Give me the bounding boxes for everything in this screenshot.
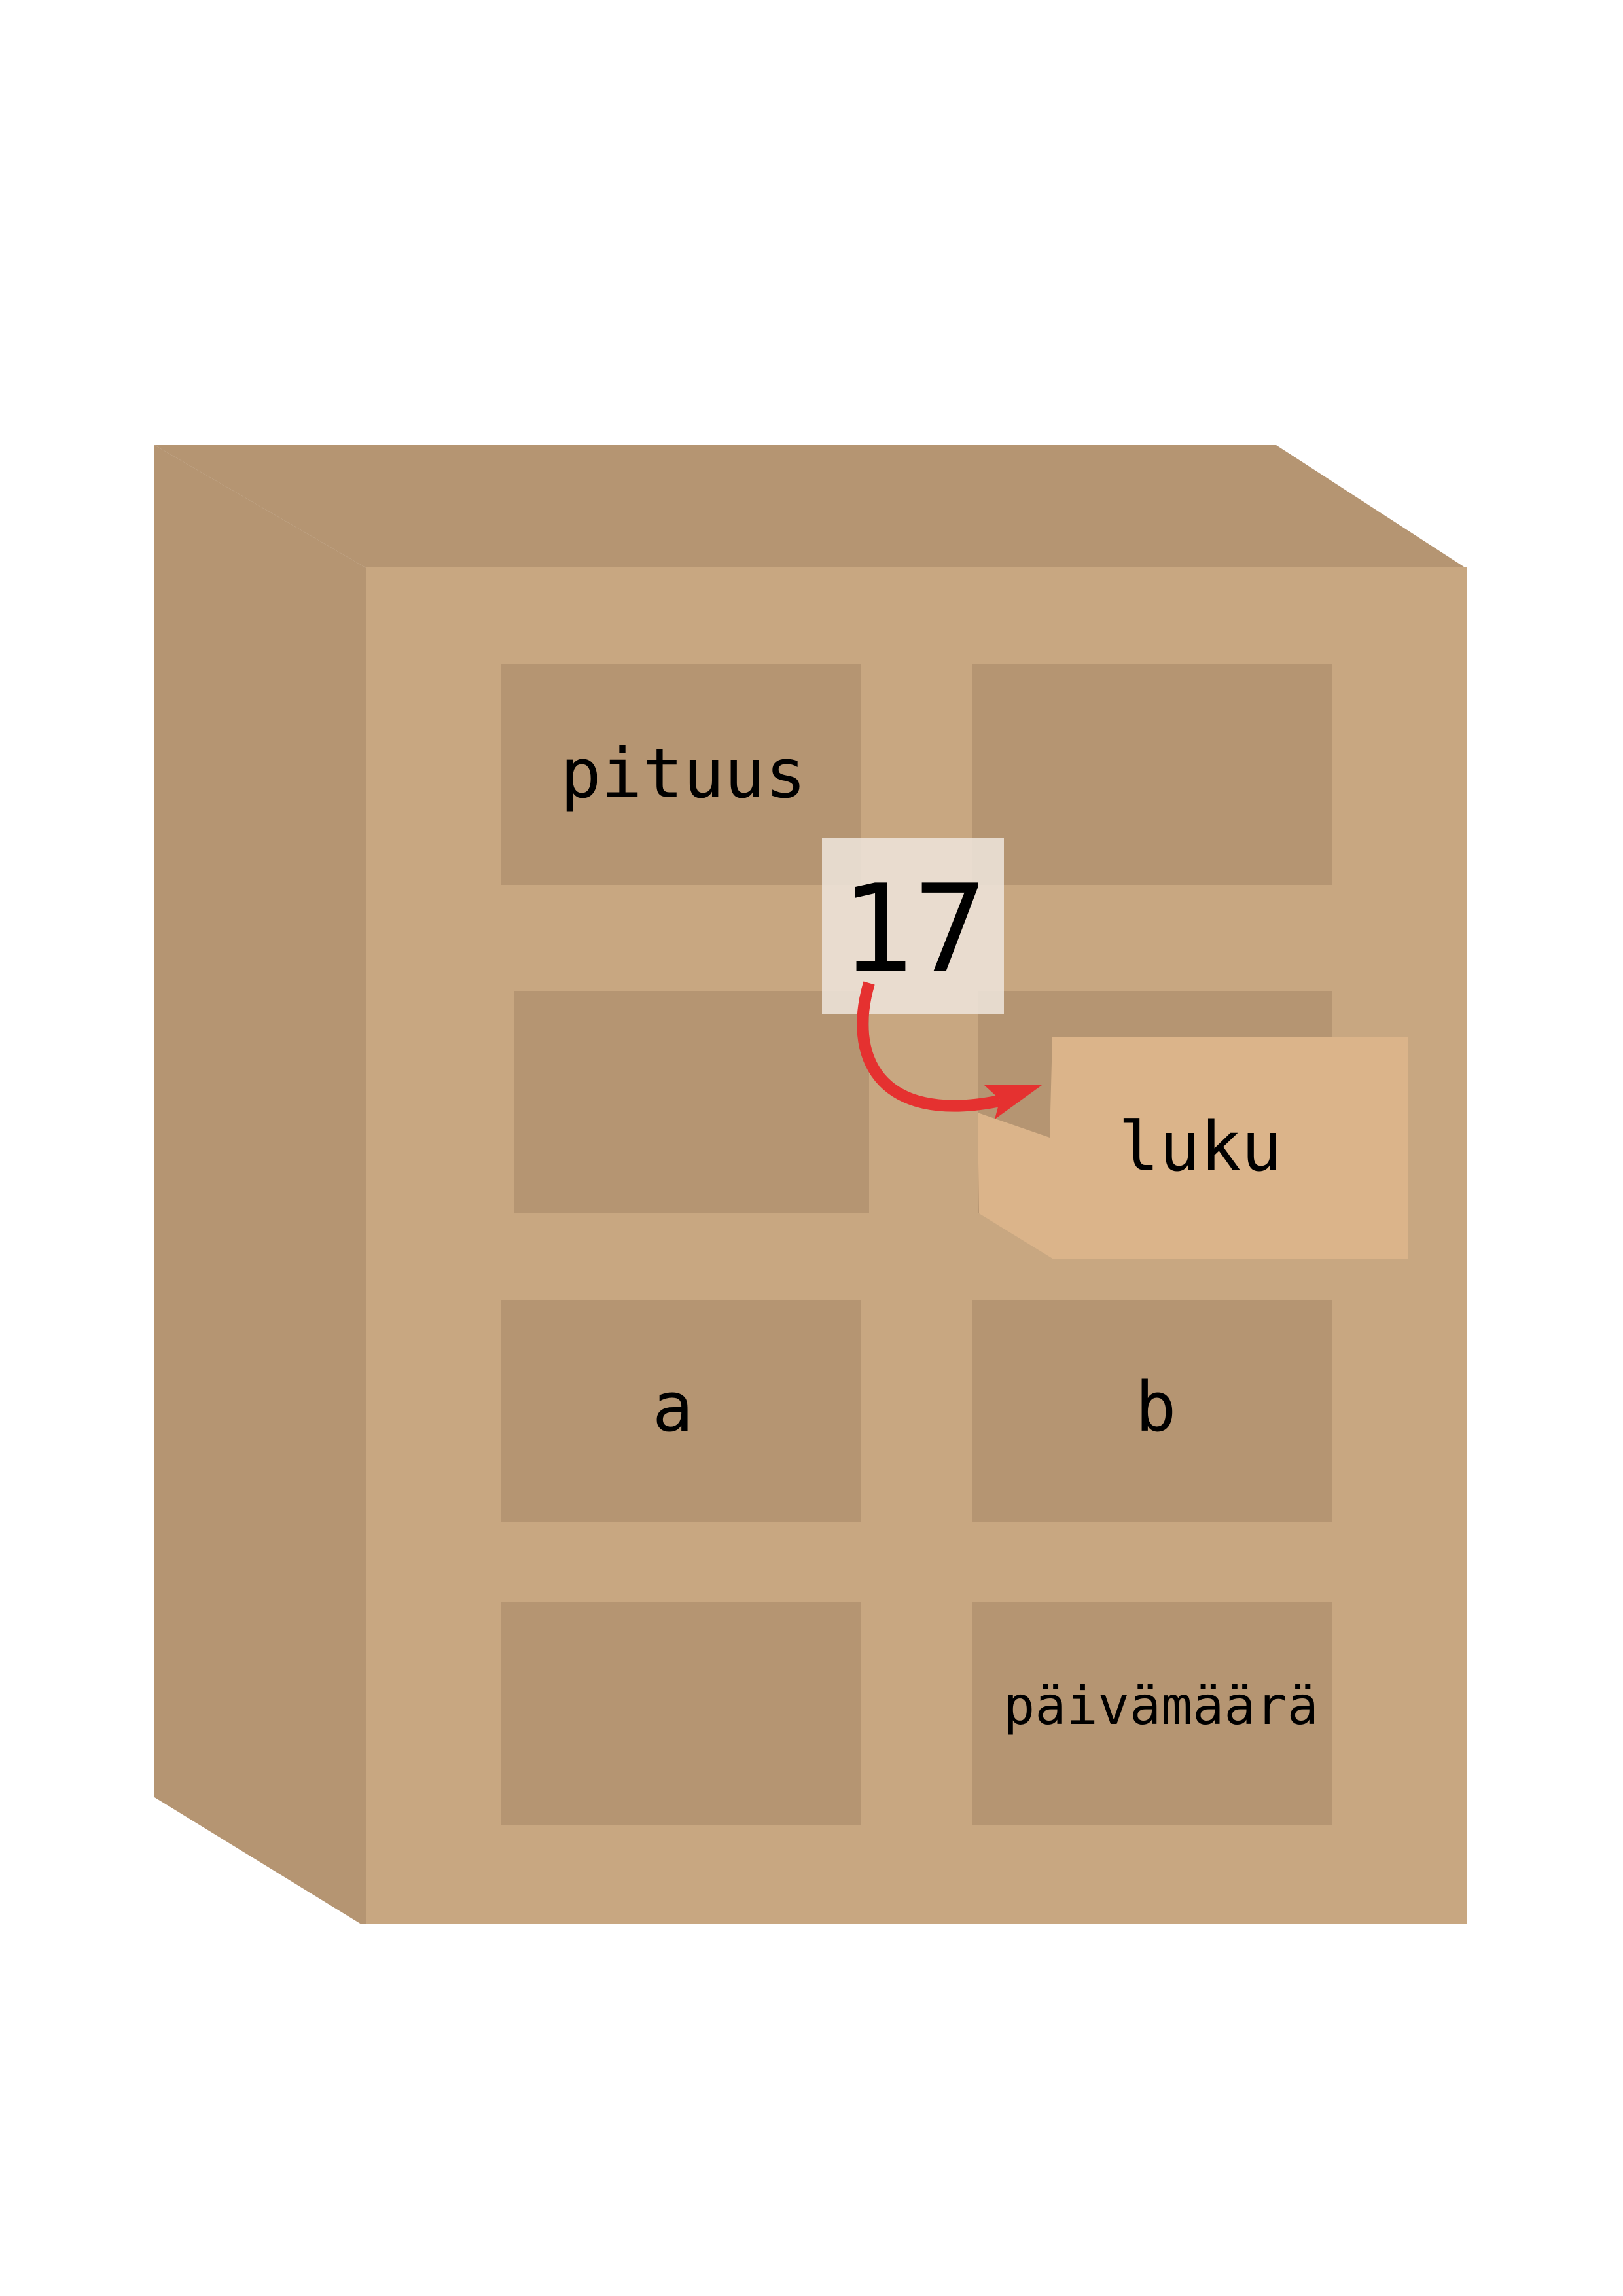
cabinet-side-panel	[154, 445, 366, 1924]
drawer-label-pituus: pituus	[560, 734, 806, 814]
cabinet-top-panel	[154, 445, 1466, 568]
drawer-label-paivamaara: päivämäärä	[1003, 1676, 1319, 1736]
drawer-empty-top-right	[972, 664, 1332, 885]
value-card	[822, 838, 1004, 1014]
drawer-b	[972, 1300, 1332, 1522]
drawer-empty-bottom-left	[501, 1602, 861, 1825]
drawer-pituus	[501, 664, 861, 885]
drawer-luku-open	[978, 1037, 1408, 1259]
drawer-label-b: b	[1135, 1367, 1177, 1447]
value-card-number: 17	[840, 858, 987, 1000]
drawer-label-a: a	[652, 1367, 694, 1447]
drawer-label-luku: luku	[1118, 1107, 1282, 1187]
assignment-arrow-head	[984, 1085, 1042, 1119]
drawer-empty-middle-left	[514, 991, 869, 1213]
drawer-a	[501, 1300, 861, 1522]
drawer-paivamaara	[972, 1602, 1332, 1825]
assignment-arrow	[857, 981, 1001, 1112]
